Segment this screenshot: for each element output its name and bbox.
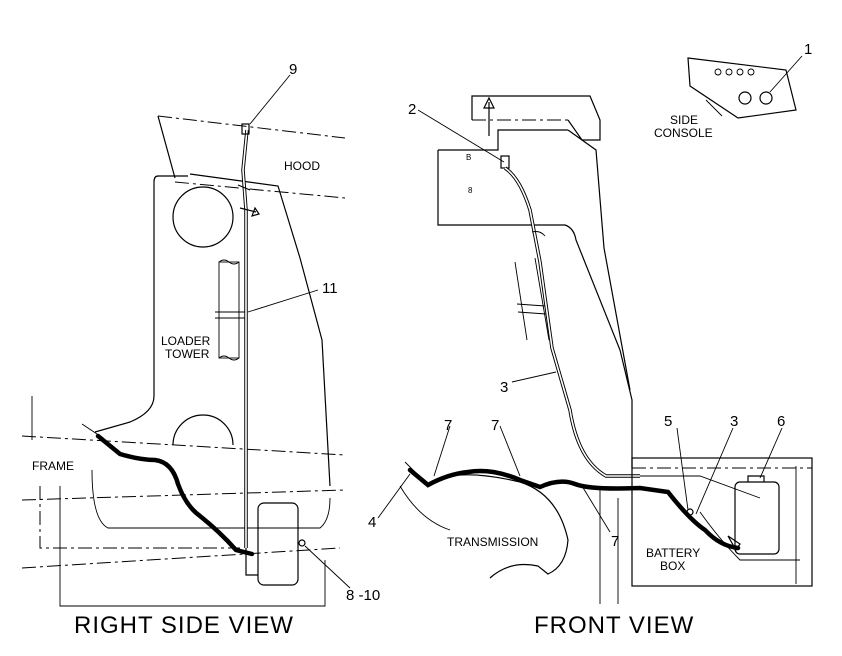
side-console xyxy=(687,57,797,119)
callout-7: 7 xyxy=(444,417,452,434)
callout-11: 11 xyxy=(322,280,338,297)
callout-3: 3 xyxy=(500,379,508,396)
hood-label: HOOD xyxy=(284,159,320,173)
svg-text:8: 8 xyxy=(468,186,473,195)
tower-hole-lower xyxy=(172,414,234,446)
callout-7: 7 xyxy=(491,417,499,434)
drain-hose xyxy=(95,433,255,557)
transmission-outline xyxy=(439,474,569,579)
callout-4: 4 xyxy=(368,514,376,531)
side-console-label: SIDE xyxy=(670,113,698,127)
frame-outline xyxy=(21,435,346,456)
svg-text:B: B xyxy=(466,153,471,162)
reservoir xyxy=(734,481,780,555)
transmission-label: TRANSMISSION xyxy=(447,535,538,549)
side-console-label-2: CONSOLE xyxy=(654,126,713,140)
tower-hole-upper xyxy=(172,186,234,248)
reservoir xyxy=(257,502,299,586)
callout-7: 7 xyxy=(611,533,619,550)
callout-8-10: 8 -10 xyxy=(346,587,380,604)
front-view-title: FRONT VIEW xyxy=(534,612,694,639)
hood-outline xyxy=(157,115,346,139)
callout-5: 5 xyxy=(664,413,672,430)
loader-tower-label: LOADER xyxy=(161,334,211,348)
frame-label: FRAME xyxy=(32,459,74,473)
right-side-view-title: RIGHT SIDE VIEW xyxy=(74,612,294,639)
loader-tower-outline xyxy=(94,175,188,433)
callout-2: 2 xyxy=(408,101,416,118)
loader-tower-label-2: TOWER xyxy=(165,347,210,361)
front-hose xyxy=(407,467,741,551)
battery-box-label: BATTERY xyxy=(646,546,700,560)
right-side-view xyxy=(21,74,351,607)
callout-6: 6 xyxy=(777,413,785,430)
battery-box-label-2: BOX xyxy=(660,559,685,573)
callout-9: 9 xyxy=(289,61,297,78)
callout-1: 1 xyxy=(804,41,812,58)
callout-3: 3 xyxy=(730,413,738,430)
front-view: B 8 xyxy=(377,55,813,604)
